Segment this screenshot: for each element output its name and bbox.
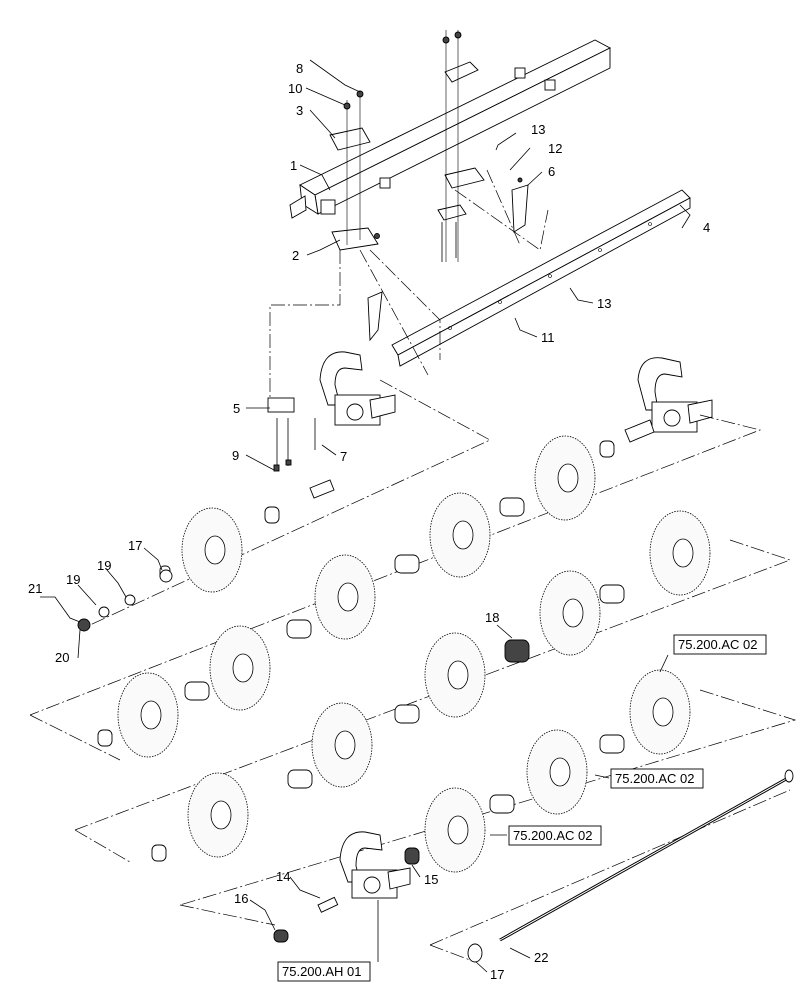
callout-18: 18 <box>485 610 499 625</box>
bracket-assembly-upper-left <box>267 351 396 472</box>
callout-19-a: 19 <box>66 572 80 587</box>
callout-2: 2 <box>292 248 299 263</box>
tool-bar <box>391 189 691 367</box>
disc-gang-row-4 <box>273 787 515 943</box>
callout-9: 9 <box>232 448 239 463</box>
assembly-boundary-lines <box>29 379 797 961</box>
main-frame-bar <box>289 39 611 219</box>
reference-boxes: 75.200.AC 02 75.200.AC 02 75.200.AC 02 7… <box>277 634 767 982</box>
shank-tooth-upper <box>367 177 529 342</box>
reference-box-3[interactable]: 75.200.AC 02 <box>508 825 602 846</box>
upper-mount-plates <box>437 30 485 262</box>
bracket-assembly-upper-right <box>637 357 713 433</box>
callout-17-left: 17 <box>128 538 142 553</box>
reference-box-1[interactable]: 75.200.AC 02 <box>673 634 767 655</box>
axle-rod <box>467 769 794 963</box>
reference-box-4[interactable]: 75.200.AH 01 <box>277 961 371 982</box>
callout-8: 8 <box>296 61 303 76</box>
callout-17-bottom: 17 <box>490 967 504 982</box>
svg-text:75.200.AC 02: 75.200.AC 02 <box>615 771 695 786</box>
callout-3: 3 <box>296 103 303 118</box>
callout-14: 14 <box>276 869 290 884</box>
svg-text:75.200.AH 01: 75.200.AH 01 <box>282 964 362 979</box>
callout-4: 4 <box>703 220 710 235</box>
callout-19-b: 19 <box>97 558 111 573</box>
callout-16: 16 <box>234 891 248 906</box>
svg-text:75.200.AC 02: 75.200.AC 02 <box>513 828 593 843</box>
svg-text:75.200.AC 02: 75.200.AC 02 <box>678 637 758 652</box>
left-mount-plates <box>329 90 380 251</box>
callout-7: 7 <box>340 449 347 464</box>
callout-leaders <box>40 59 691 973</box>
callout-20: 20 <box>55 650 69 665</box>
end-hardware-left <box>77 569 173 632</box>
callout-15: 15 <box>424 872 438 887</box>
callout-5: 5 <box>233 401 240 416</box>
disc-gang-row-1 <box>159 419 711 640</box>
callout-11: 11 <box>541 330 555 345</box>
callout-labels: 1 2 3 4 5 6 7 8 9 10 11 12 13 13 14 15 1… <box>28 61 710 982</box>
disc-gang-row-3 <box>151 669 691 862</box>
callout-1: 1 <box>290 158 297 173</box>
assembly-chain-lines-upper <box>269 169 549 408</box>
disc-gang-row-2 <box>97 570 601 758</box>
callout-10: 10 <box>288 81 302 96</box>
callout-22: 22 <box>534 950 548 965</box>
callout-12: 12 <box>548 141 562 156</box>
callout-6: 6 <box>548 164 555 179</box>
reference-box-2[interactable]: 75.200.AC 02 <box>610 768 704 789</box>
callout-13-lower: 13 <box>597 296 611 311</box>
callout-21: 21 <box>28 581 42 596</box>
callout-13-upper: 13 <box>531 122 545 137</box>
